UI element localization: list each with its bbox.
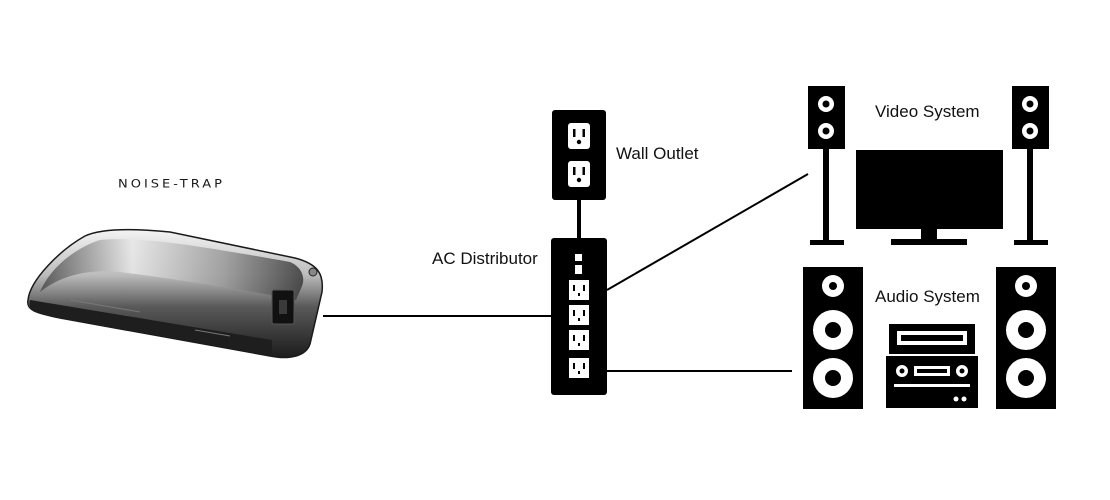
brand-logo: NOISE-TRAP: [118, 178, 225, 191]
noise-trap-device: [27, 228, 324, 359]
wall-outlet-icon: [552, 110, 606, 200]
wall-outlet-label: Wall Outlet: [616, 144, 699, 163]
ac-distributor-label: AC Distributor: [432, 249, 538, 268]
audio-system-icon: [803, 267, 1056, 409]
ac-distributor-icon: [551, 238, 607, 395]
distributor-to-video-line: [606, 173, 809, 291]
audio-system-label: Audio System: [875, 287, 980, 306]
video-system-icon: [808, 86, 1049, 245]
video-system-label: Video System: [875, 102, 980, 121]
